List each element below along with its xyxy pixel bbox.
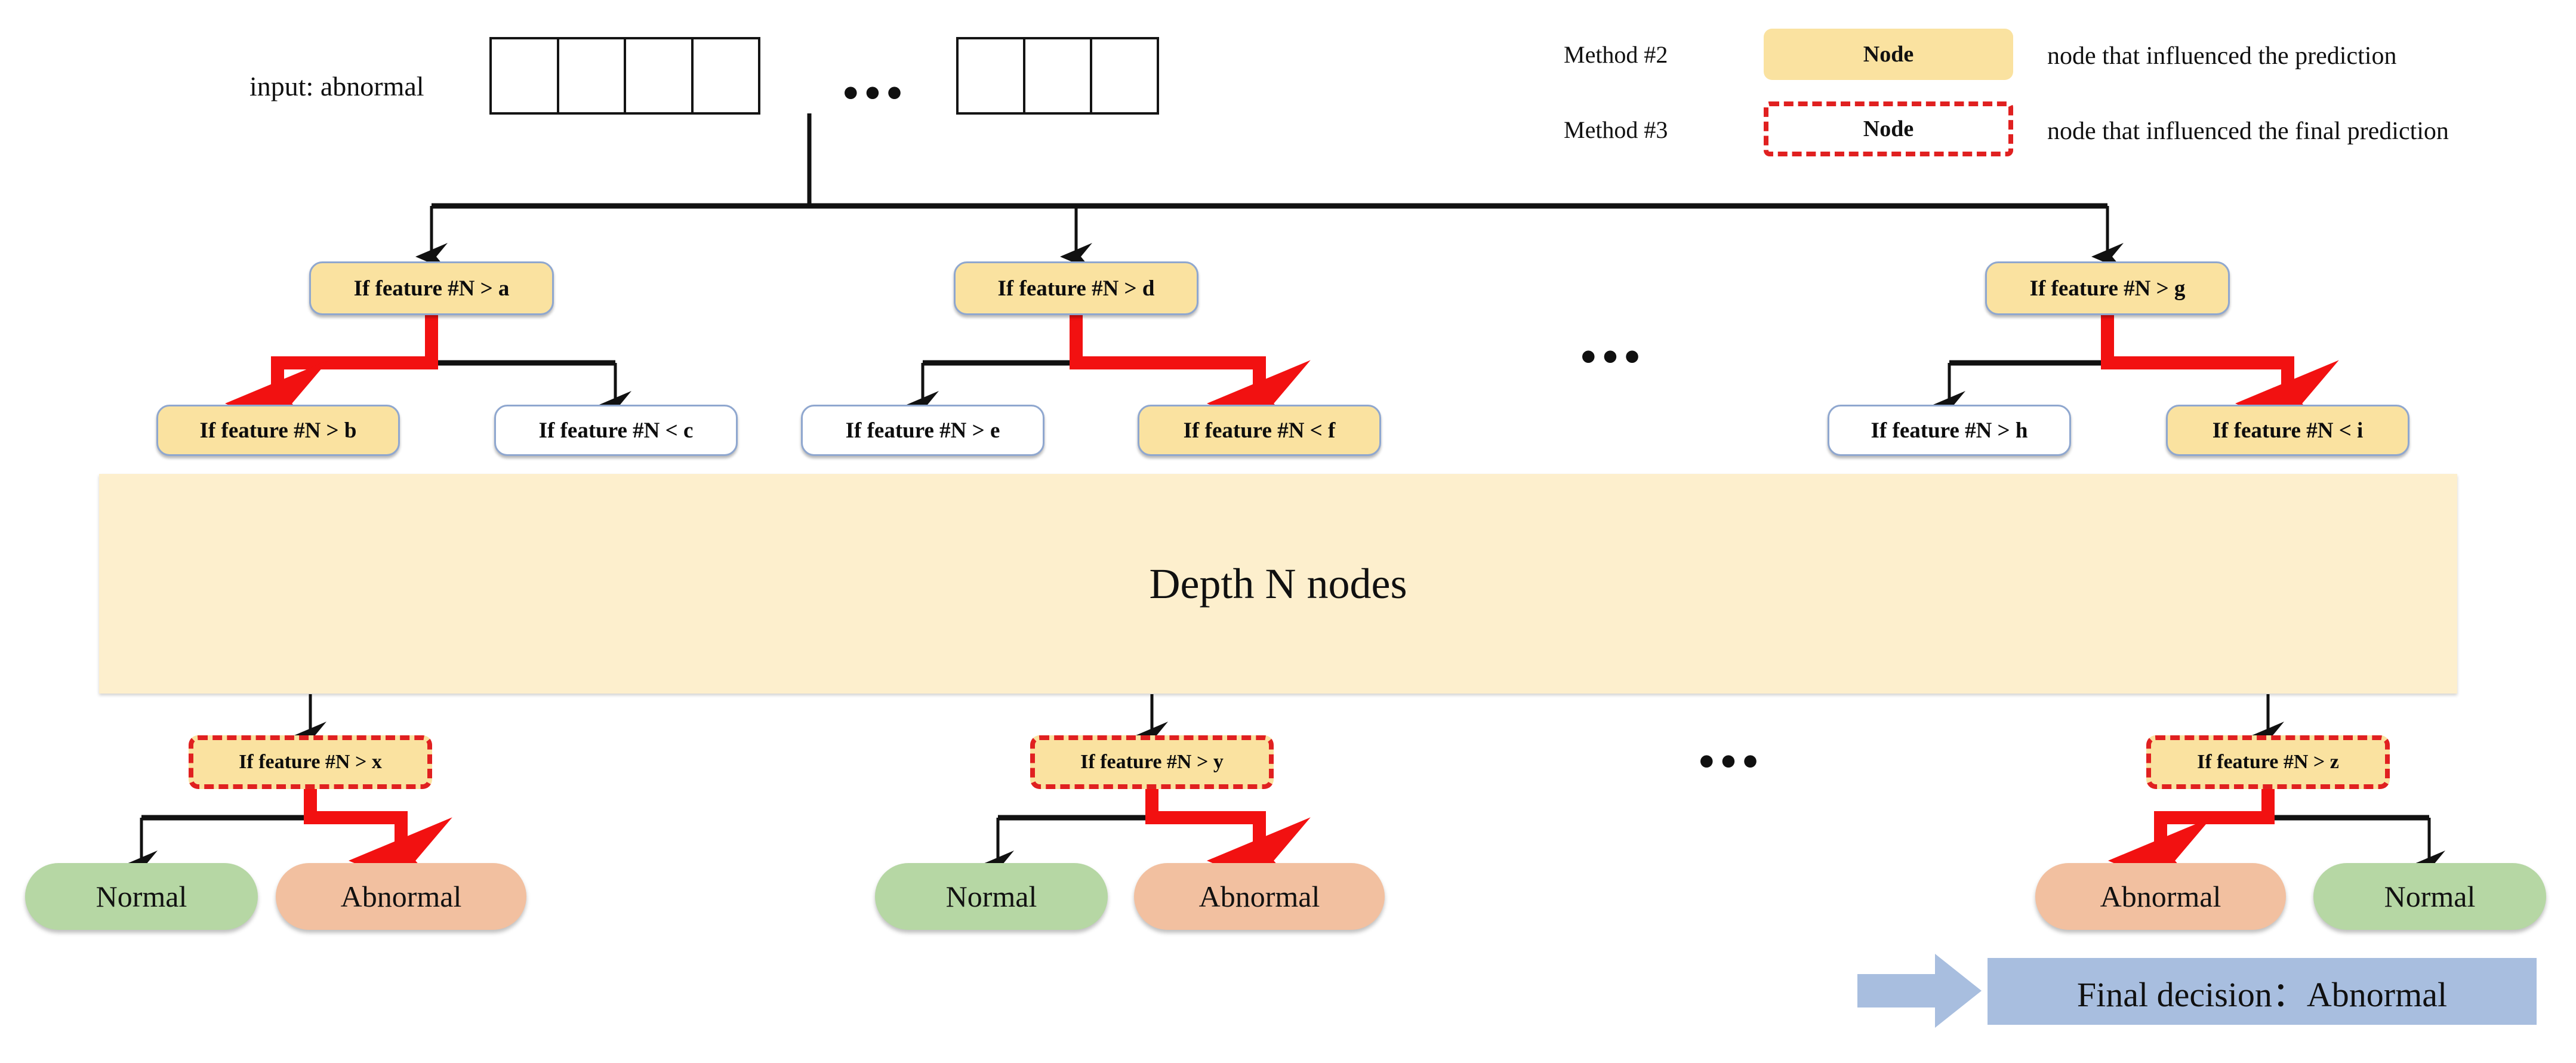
tree-node-g[interactable]: If feature #N > g	[1985, 261, 2230, 315]
level1-ellipsis: •••	[1580, 332, 1646, 382]
input-vector-box-2	[956, 37, 1159, 115]
input-cell	[959, 39, 1025, 112]
input-cell	[626, 39, 694, 112]
path-g-to-i	[2101, 315, 2339, 447]
leaf-normal-2[interactable]: Normal	[875, 863, 1108, 930]
tree-node-c[interactable]: If feature #N < c	[494, 405, 738, 456]
tree-node-x[interactable]: If feature #N > x	[189, 735, 432, 789]
path-z-to-abnormal	[2107, 789, 2275, 904]
path-d-to-f	[1070, 315, 1311, 447]
input-cell	[1025, 39, 1092, 112]
legend-swatch-method-3: Node	[1764, 101, 2013, 156]
leaf-abnormal-1[interactable]: Abnormal	[276, 863, 526, 930]
tree-node-b[interactable]: If feature #N > b	[156, 405, 400, 456]
tree-node-z[interactable]: If feature #N > z	[2146, 735, 2390, 789]
tree-node-e[interactable]: If feature #N > e	[801, 405, 1044, 456]
depth-banner-label: Depth N nodes	[1149, 559, 1407, 608]
final-decision-bar: Final decision：Abnormal	[1988, 958, 2537, 1025]
leaf-abnormal-2[interactable]: Abnormal	[1134, 863, 1385, 930]
input-label: input: abnormal	[249, 71, 424, 101]
tree-node-a[interactable]: If feature #N > a	[309, 261, 554, 315]
input-vector-box-1	[489, 37, 760, 115]
path-y-to-abnormal	[1145, 789, 1311, 904]
leaf-normal-3[interactable]: Normal	[2313, 863, 2546, 930]
input-ellipsis: •••	[843, 68, 908, 118]
tree-node-f[interactable]: If feature #N < f	[1138, 405, 1381, 456]
legend-method-3-label: Method #3	[1564, 116, 1668, 143]
leaf-normal-1[interactable]: Normal	[25, 863, 258, 930]
tree-node-d[interactable]: If feature #N > d	[954, 261, 1198, 315]
depth-n-nodes-banner: Depth N nodes	[99, 474, 2457, 694]
path-a-to-b	[224, 315, 438, 447]
final-decision-arrow-icon	[1857, 954, 1982, 1028]
path-x-to-abnormal	[304, 789, 452, 904]
tree-node-y[interactable]: If feature #N > y	[1030, 735, 1274, 789]
leaf-abnormal-3[interactable]: Abnormal	[2035, 863, 2286, 930]
final-level-ellipsis: •••	[1699, 737, 1764, 787]
legend-swatch-method-2: Node	[1764, 29, 2013, 80]
input-cell	[492, 39, 559, 112]
tree-node-i[interactable]: If feature #N < i	[2166, 405, 2409, 456]
legend-description-method-2: node that influenced the prediction	[2047, 42, 2397, 70]
legend-method-2-label: Method #2	[1564, 41, 1668, 68]
legend-description-method-3: node that influenced the final predictio…	[2047, 118, 2449, 145]
final-decision-label: Final decision：Abnormal	[2076, 975, 2448, 1014]
input-cell	[559, 39, 626, 112]
tree-node-h[interactable]: If feature #N > h	[1828, 405, 2071, 456]
